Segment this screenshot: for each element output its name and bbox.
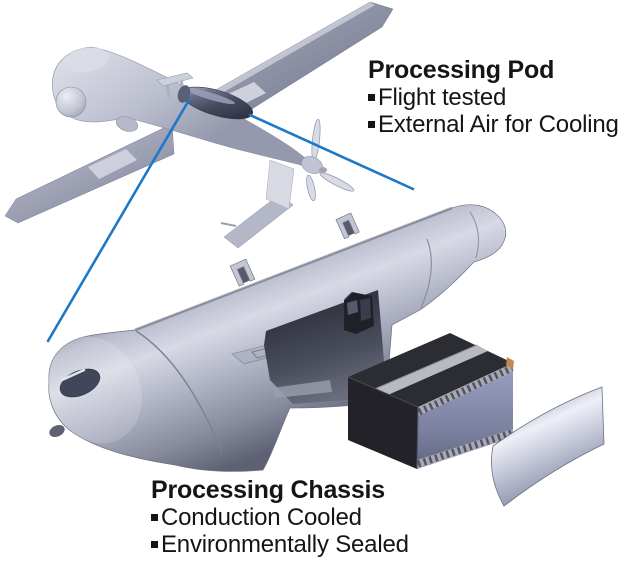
chassis-corner-accent — [506, 357, 514, 369]
pod-nose-seam — [135, 330, 223, 453]
uav-belly-fairing — [116, 116, 138, 132]
chassis-bullet-item: Conduction Cooled — [151, 504, 409, 531]
chassis-bullet-label: Environmentally Sealed — [161, 531, 409, 558]
cover-panel-illustration — [491, 386, 605, 507]
uav-illustration — [4, 1, 394, 249]
chassis-fin-strips — [416, 363, 514, 469]
pod-vent-highlight — [60, 368, 86, 382]
pod-nose-drain — [49, 425, 65, 437]
chassis-bullet-item: Environmentally Sealed — [151, 531, 409, 558]
uav-left-wing — [4, 123, 175, 224]
uav-tail-propeller — [306, 118, 355, 202]
chassis-edge-highlight — [347, 376, 419, 408]
uav-tail-spinner — [301, 156, 327, 174]
uav-nose-dome — [63, 47, 109, 73]
pod-illustration — [48, 204, 507, 472]
pod-bullet-item: Flight tested — [368, 84, 619, 111]
bullet-square-icon — [151, 514, 158, 521]
bullet-square-icon — [368, 121, 375, 128]
pod-bullet-label: External Air for Cooling — [378, 111, 619, 138]
uav-tail-fins — [220, 159, 295, 249]
pod-mount-lug-rear — [335, 212, 360, 240]
pod-annotation: Processing Pod Flight tested External Ai… — [368, 56, 619, 138]
bullet-square-icon — [151, 541, 158, 548]
chassis-annotation-title: Processing Chassis — [151, 476, 386, 504]
chassis-annotation: Processing Chassis Conduction Cooled Env… — [151, 476, 409, 558]
pod-bullet-label: Flight tested — [378, 84, 507, 111]
callout-line-nose — [46, 98, 191, 343]
uav-mounted-pod — [177, 85, 253, 120]
pod-top-edge-shade — [134, 206, 453, 332]
chassis-bullet-label: Conduction Cooled — [161, 504, 362, 531]
bullet-square-icon — [368, 94, 375, 101]
pod-tailcap-seam — [469, 211, 479, 259]
chassis-lid-stripe — [369, 344, 488, 398]
pod-mount-lug-front — [229, 258, 256, 287]
pod-bullet-item: External Air for Cooling — [368, 111, 619, 138]
chassis-illustration — [347, 333, 514, 470]
uav-sensor-ball — [55, 86, 87, 118]
callout-line-tail — [248, 113, 415, 191]
pod-tail-seam — [420, 238, 432, 309]
pod-annotation-title: Processing Pod — [368, 56, 555, 84]
chassis-front-edge — [416, 406, 419, 470]
pod-nose-sheen — [48, 336, 142, 444]
